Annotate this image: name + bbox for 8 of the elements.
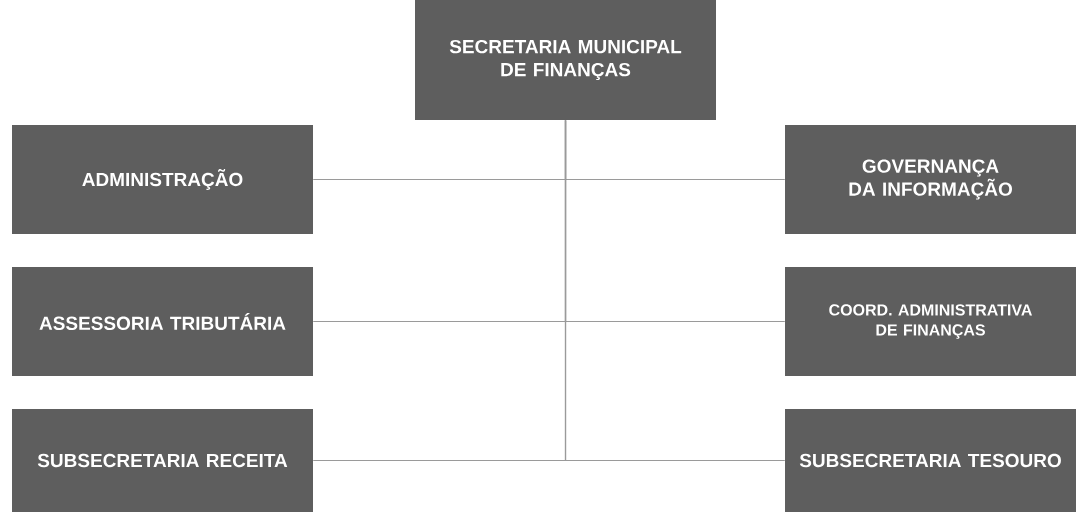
org-box: COORD. ADMINISTRATIVA DE FINANÇAS — [785, 267, 1076, 376]
org-box: GOVERNANÇA DA INFORMAÇÃO — [785, 125, 1076, 234]
org-box: SUBSECRETARIA TESOURO — [785, 409, 1076, 512]
org-box: ASSESSORIA TRIBUTÁRIA — [12, 267, 313, 376]
connector-line — [564, 119, 786, 462]
org-box: ADMINISTRAÇÃO — [12, 125, 313, 234]
org-box: SECRETARIA MUNICIPAL DE FINANÇAS — [415, 0, 716, 120]
org-box: SUBSECRETARIA RECEITA — [12, 409, 313, 512]
